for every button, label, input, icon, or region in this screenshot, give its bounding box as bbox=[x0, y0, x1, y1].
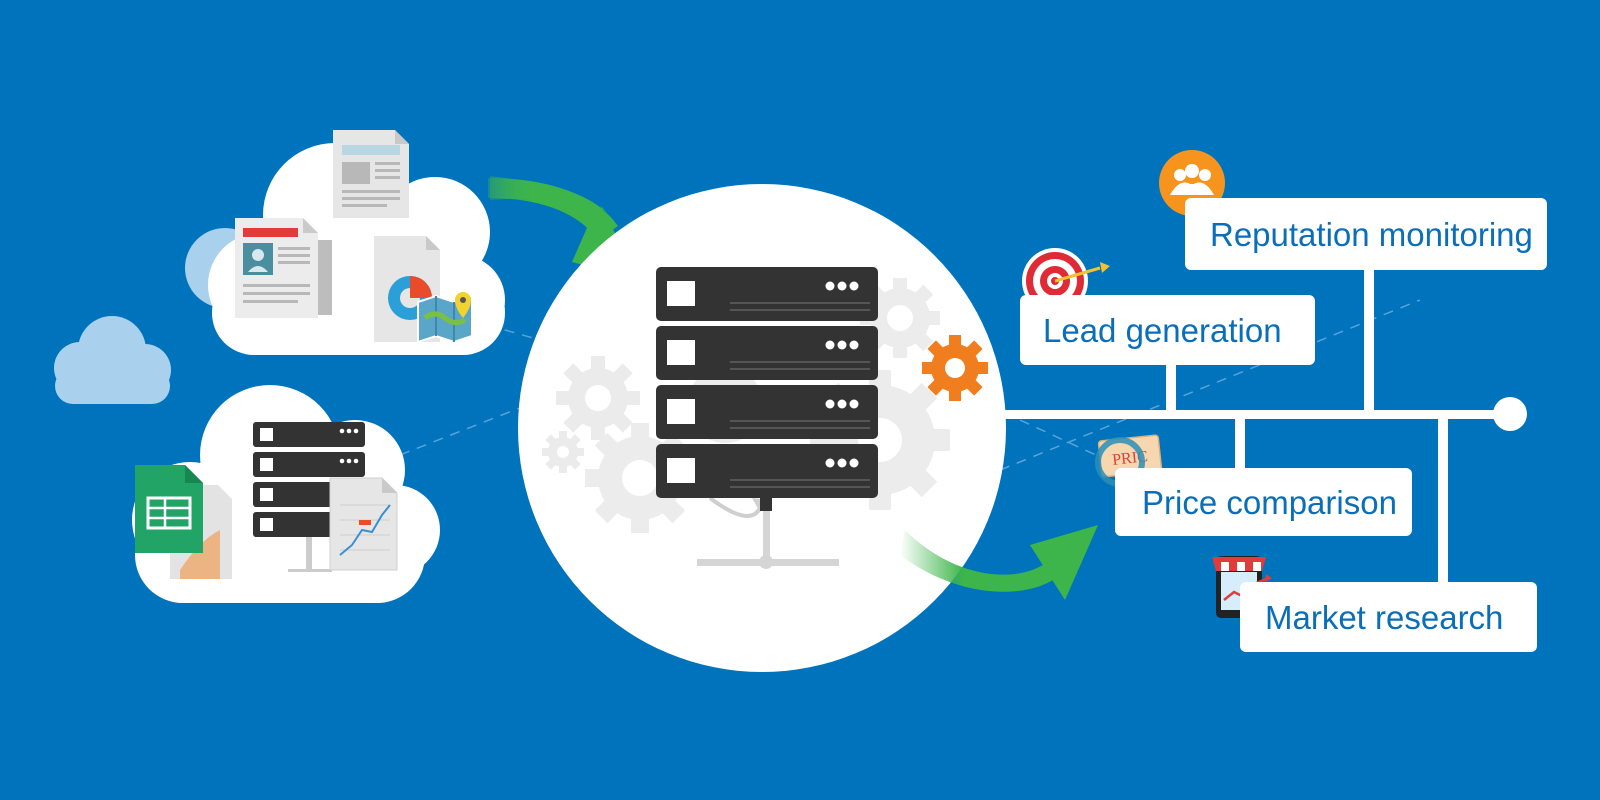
reputation-monitoring-text: Reputation monitoring bbox=[1210, 215, 1533, 253]
server-icon bbox=[656, 267, 878, 511]
gear-icon bbox=[860, 278, 940, 358]
price-comparison-text: Price comparison bbox=[1142, 483, 1397, 521]
lead-generation-text: Lead generation bbox=[1043, 311, 1282, 349]
newspaper-icon bbox=[333, 130, 409, 218]
background-dashed-lines bbox=[399, 299, 1421, 481]
lead-generation-label: Lead generation bbox=[1020, 295, 1315, 365]
reputation-monitoring-label: Reputation monitoring bbox=[1185, 198, 1547, 270]
gear-icon bbox=[556, 356, 640, 440]
cloud-icon bbox=[54, 316, 171, 404]
arrow-head bbox=[1030, 525, 1098, 600]
arrow-icon bbox=[900, 530, 1060, 592]
profile-document-icon bbox=[235, 218, 332, 318]
gear-icon bbox=[542, 431, 584, 473]
gear-icon bbox=[922, 335, 988, 401]
market-research-label: Market research bbox=[1240, 582, 1537, 652]
price-comparison-label: Price comparison bbox=[1115, 468, 1412, 536]
market-research-text: Market research bbox=[1265, 598, 1504, 636]
arrow-icon bbox=[488, 178, 618, 240]
line-chart-icon bbox=[329, 477, 398, 571]
spreadsheet-icon bbox=[135, 465, 232, 579]
map-pin-icon bbox=[417, 292, 473, 344]
connector-tree bbox=[1000, 265, 1527, 585]
